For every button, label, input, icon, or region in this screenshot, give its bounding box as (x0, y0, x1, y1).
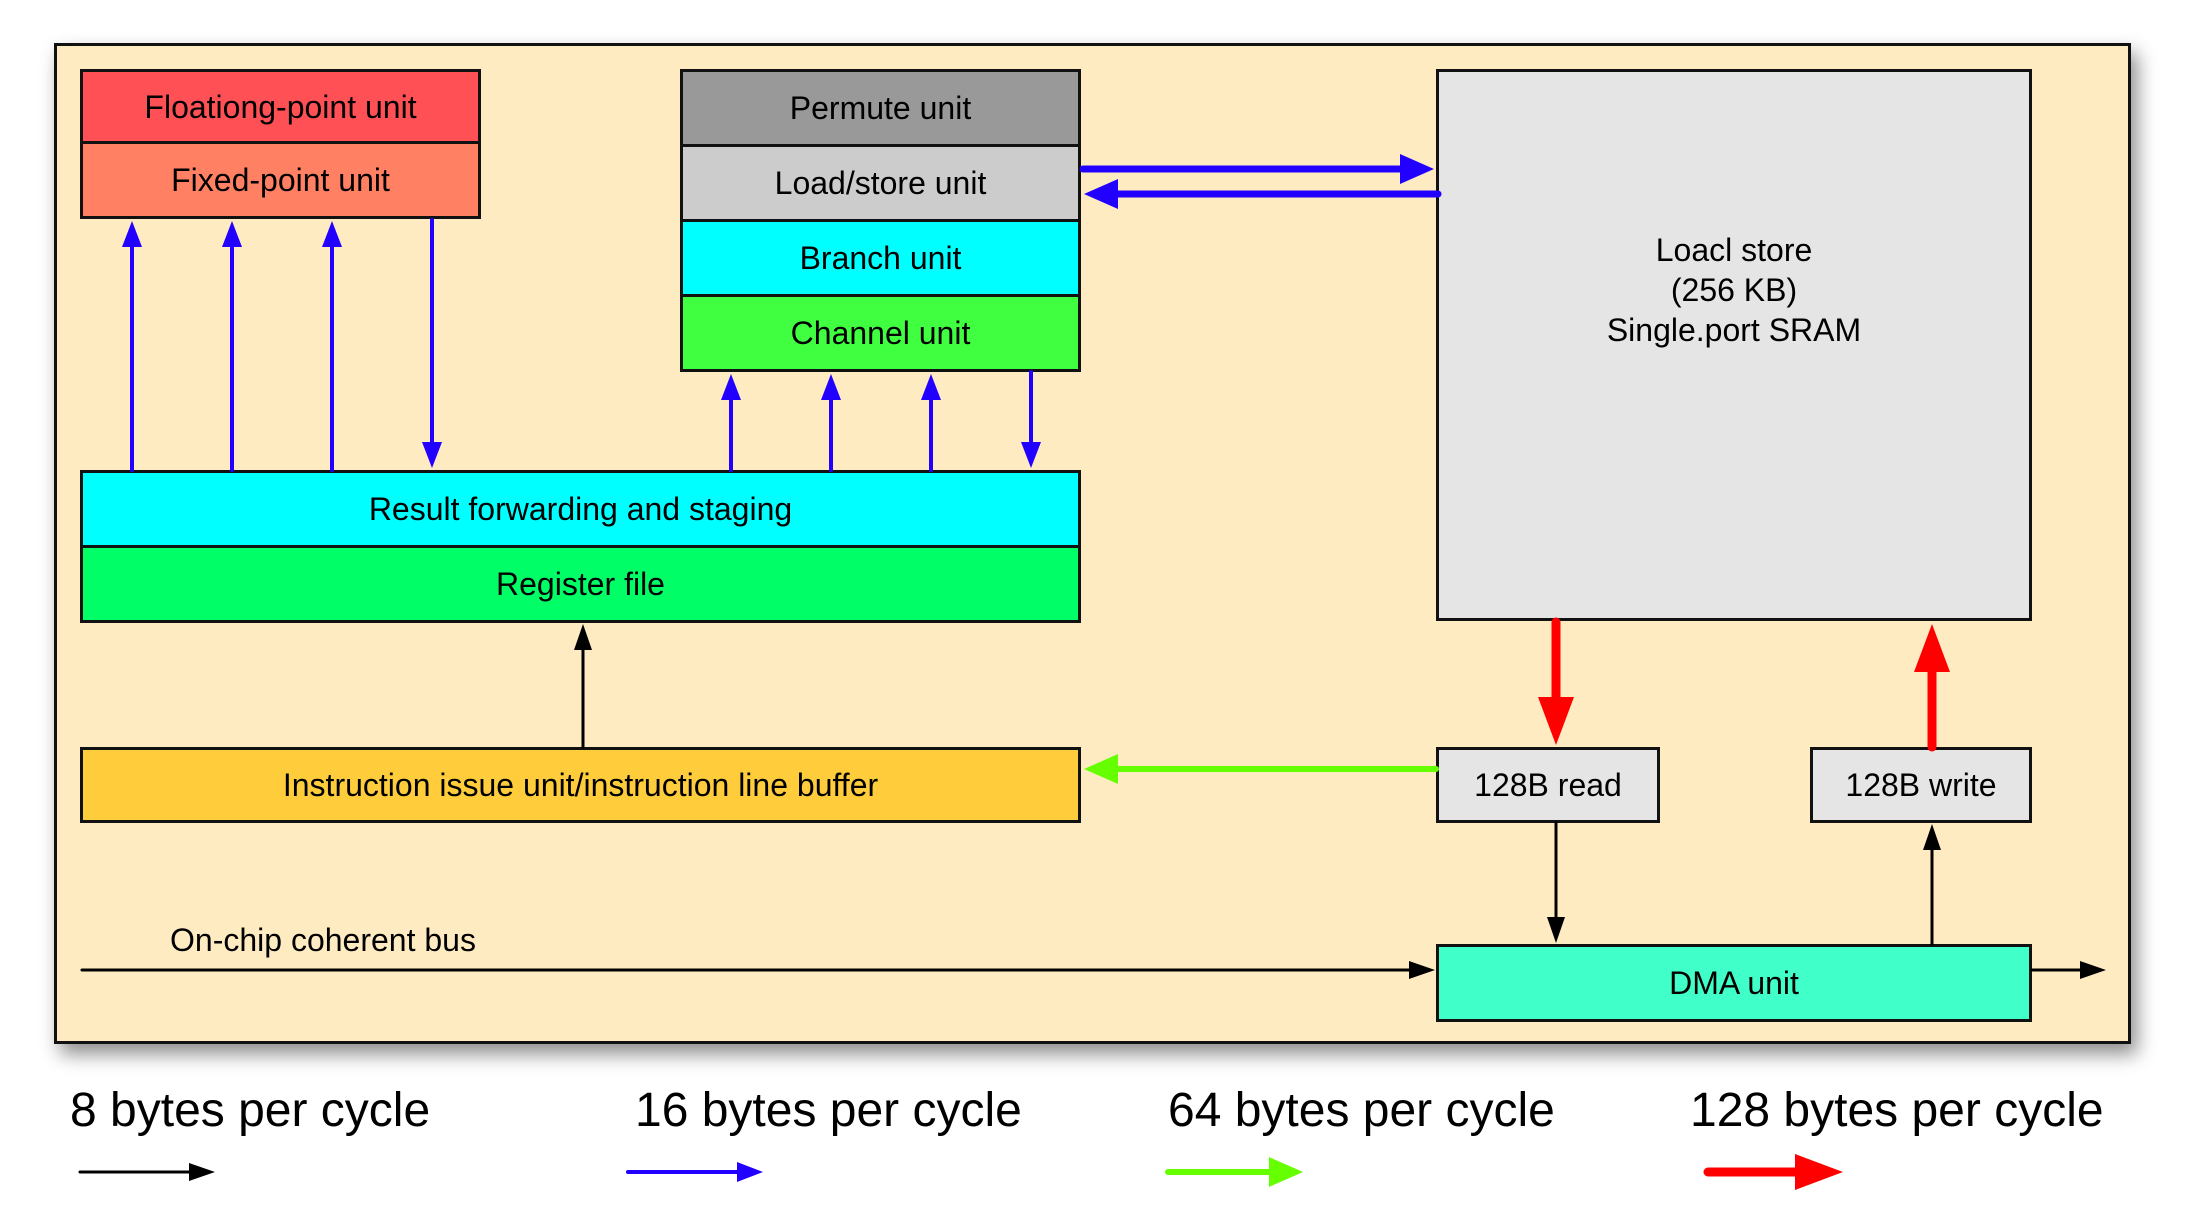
exec-stack: Permute unit Load/store unit Branch unit… (680, 69, 1081, 372)
legend-16-label: 16 bytes per cycle (635, 1084, 1022, 1137)
register-file: Register file (83, 548, 1078, 620)
legend-8-label: 8 bytes per cycle (70, 1084, 431, 1137)
legend-128-label: 128 bytes per cycle (1690, 1084, 2104, 1137)
register-file-label: Register file (496, 566, 665, 602)
legend-arrow-64 (1165, 1157, 1303, 1187)
permute-unit-label: Permute unit (789, 90, 972, 126)
channel-unit-label: Channel unit (790, 315, 971, 351)
on-chip-bus-label: On-chip coherent bus (170, 922, 476, 958)
result-forwarding-label: Result forwarding and staging (368, 491, 793, 527)
permute-unit: Permute unit (683, 72, 1078, 147)
load-store-unit-label: Load/store unit (774, 165, 987, 201)
legend-arrow-128-head (1795, 1154, 1843, 1190)
local-store: Loacl store (256 KB) Single.port SRAM (1436, 69, 2032, 621)
fp-stack: Floationg-point unit Fixed-point unit (80, 69, 481, 219)
local-store-type: Single.port SRAM (1606, 312, 1862, 348)
dma-unit: DMA unit (1436, 944, 2032, 1022)
branch-unit: Branch unit (683, 222, 1078, 297)
instruction-issue-label: Instruction issue unit/instruction line … (282, 767, 879, 803)
result-forwarding-staging: Result forwarding and staging (83, 473, 1078, 548)
instruction-issue-unit: Instruction issue unit/instruction line … (80, 747, 1081, 823)
dma-unit-label: DMA unit (1669, 965, 1799, 1001)
write-buffer-128b: 128B write (1810, 747, 2032, 823)
floating-point-unit-label: Floationg-point unit (144, 88, 417, 125)
local-store-title: Loacl store (1655, 232, 1813, 268)
legend-arrow-64-head (1269, 1157, 1303, 1187)
branch-unit-label: Branch unit (799, 240, 962, 276)
read-buffer-128b: 128B read (1436, 747, 1660, 823)
legend-arrow-8-head (189, 1163, 215, 1181)
fixed-point-unit: Fixed-point unit (83, 144, 478, 216)
fixed-point-unit-label: Fixed-point unit (171, 162, 390, 198)
local-store-size: (256 KB) (1670, 272, 1798, 308)
read-buffer-label: 128B read (1474, 767, 1622, 803)
channel-unit: Channel unit (683, 297, 1078, 369)
write-buffer-label: 128B write (1845, 767, 1997, 803)
legend-64-label: 64 bytes per cycle (1168, 1084, 1555, 1137)
load-store-unit: Load/store unit (683, 147, 1078, 222)
legend-arrow-16 (626, 1162, 763, 1182)
floating-point-unit: Floationg-point unit (83, 72, 478, 144)
regfile-stack: Result forwarding and staging Register f… (80, 470, 1081, 623)
legend-arrow-128 (1703, 1154, 1843, 1190)
legend-arrow-8 (78, 1163, 215, 1181)
legend-arrow-16-head (737, 1162, 763, 1182)
